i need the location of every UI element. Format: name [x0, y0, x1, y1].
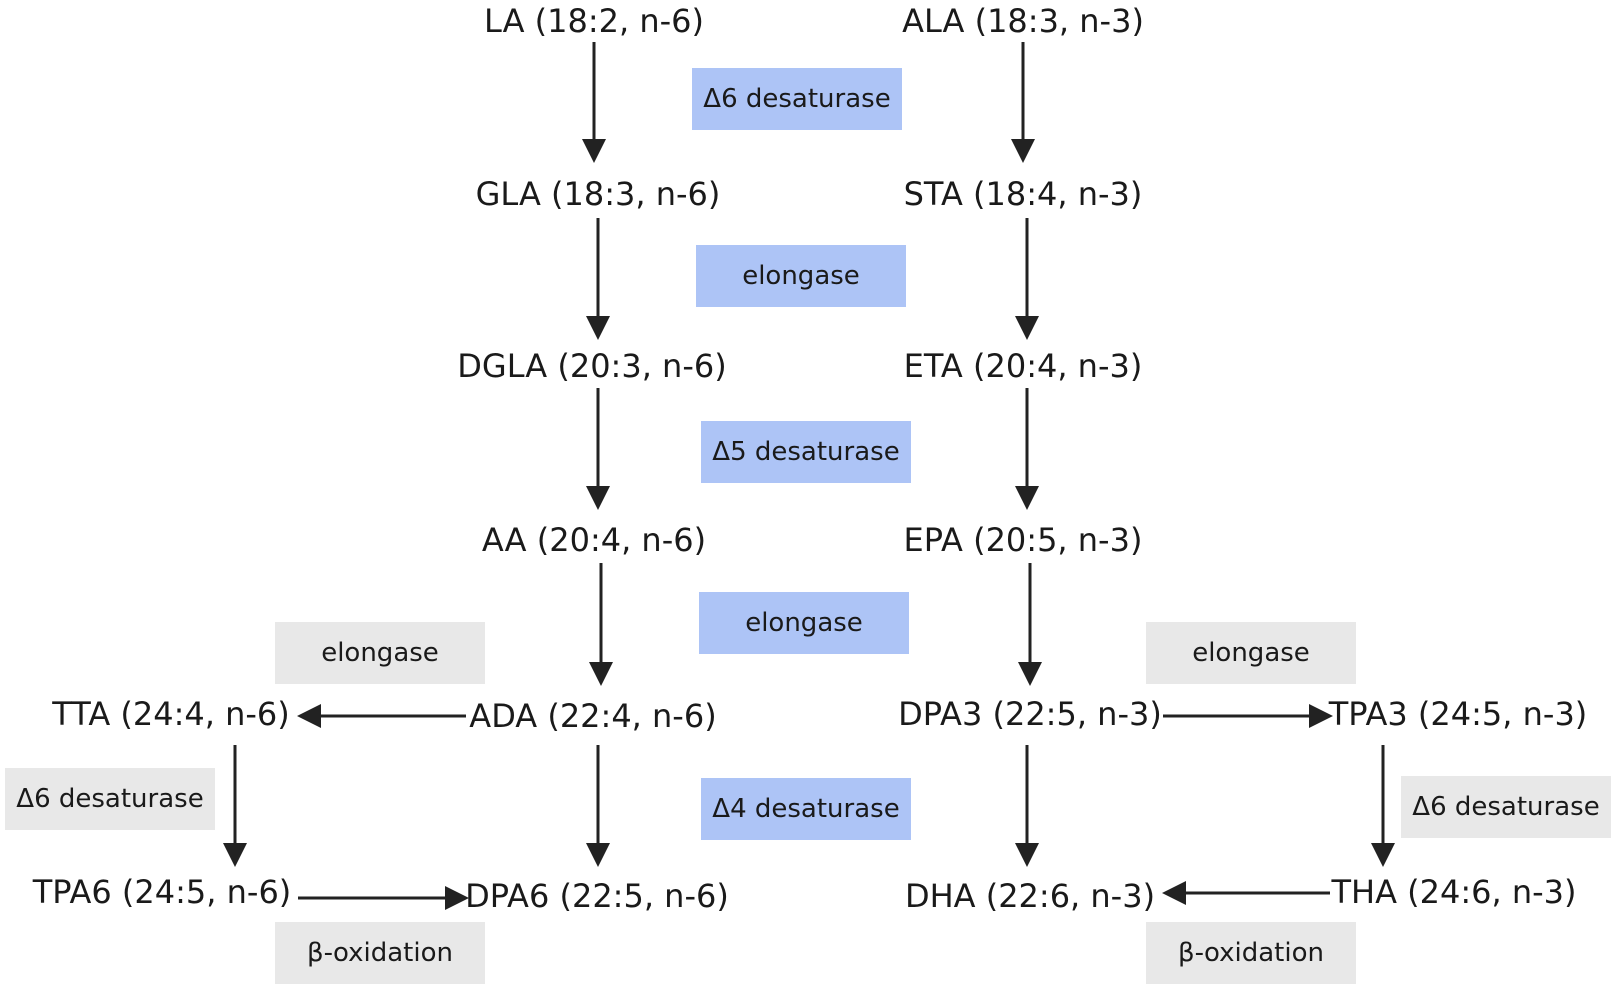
- enzyme-elongase-main-2: elongase: [699, 592, 909, 654]
- node-tpa6: TPA6 (24:5, n-6): [32, 873, 292, 911]
- node-dgla: DGLA (20:3, n-6): [457, 347, 727, 385]
- node-la: LA (18:2, n-6): [484, 2, 704, 40]
- enzyme-delta6-desaturase-right: Δ6 desaturase: [1401, 776, 1611, 838]
- node-gla: GLA (18:3, n-6): [475, 175, 721, 213]
- node-eta: ETA (20:4, n-3): [903, 347, 1143, 385]
- node-aa: AA (20:4, n-6): [481, 521, 707, 559]
- node-epa: EPA (20:5, n-3): [903, 521, 1143, 559]
- node-dpa3: DPA3 (22:5, n-3): [898, 695, 1162, 733]
- node-sta: STA (18:4, n-3): [903, 175, 1143, 213]
- enzyme-elongase-right: elongase: [1146, 622, 1356, 684]
- enzyme-delta4-desaturase-main: Δ4 desaturase: [701, 778, 911, 840]
- node-dha: DHA (22:6, n-3): [904, 877, 1156, 915]
- node-dpa6: DPA6 (22:5, n-6): [465, 877, 729, 915]
- node-tpa3: TPA3 (24:5, n-3): [1328, 695, 1588, 733]
- enzyme-delta6-desaturase-main: Δ6 desaturase: [692, 68, 902, 130]
- enzyme-elongase-left: elongase: [275, 622, 485, 684]
- node-ala: ALA (18:3, n-3): [902, 2, 1144, 40]
- enzyme-beta-oxidation-right: β-oxidation: [1146, 922, 1356, 984]
- enzyme-elongase-main-1: elongase: [696, 245, 906, 307]
- enzyme-delta5-desaturase-main: Δ5 desaturase: [701, 421, 911, 483]
- enzyme-delta6-desaturase-left: Δ6 desaturase: [5, 768, 215, 830]
- node-tha: THA (24:6, n-3): [1331, 873, 1577, 911]
- node-ada: ADA (22:4, n-6): [469, 697, 717, 735]
- node-tta: TTA (24:4, n-6): [52, 695, 290, 733]
- enzyme-beta-oxidation-left: β-oxidation: [275, 922, 485, 984]
